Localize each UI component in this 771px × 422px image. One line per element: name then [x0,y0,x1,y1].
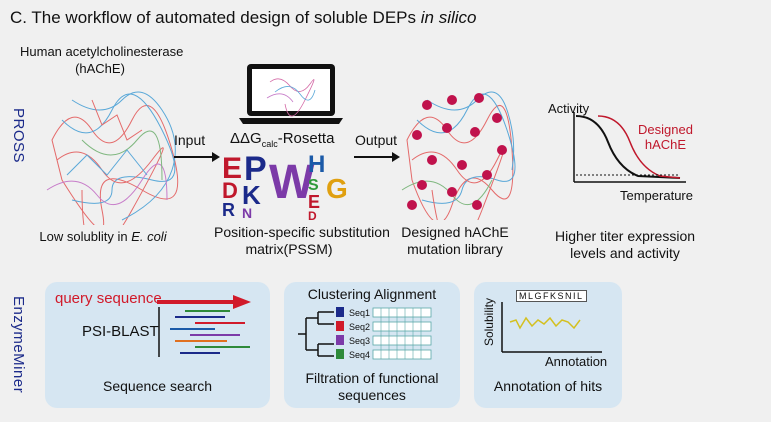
native-curve [575,115,681,179]
plot-ylabel: Activity [548,101,590,116]
low-solubility-label: Low solublity in E. coli [39,229,167,244]
svg-text:N: N [242,205,252,220]
output-arrow-icon [354,152,400,162]
pssm-logo-image: E P W H D K G S R N E D [222,150,347,220]
svg-text:E: E [222,152,242,185]
enzymeminer-side-label: EnzymeMiner [10,296,27,394]
annotation-axis-label: Annotation [545,354,608,369]
svg-text:R: R [222,200,235,220]
activity-plot [573,112,686,183]
annotation-caption: Annotation of hits [493,378,603,394]
protein-label: Human acetylcholinesterase (hAChE) [20,44,184,76]
svg-text:D: D [222,178,238,203]
hache-structure-image [46,91,179,225]
seq2-label: Seq2 [349,322,371,332]
seq1-label: Seq1 [349,308,371,318]
seq-color-bars [336,307,344,359]
designed-curve [597,115,681,179]
svg-text:K: K [242,180,261,210]
annotation-box [474,282,622,408]
sequence-search-caption: Sequence search [103,378,212,394]
plot-xlabel: Temperature [620,188,693,203]
input-arrow-icon [174,152,220,162]
svg-text:G: G [326,173,347,204]
laptop-icon [239,64,343,124]
designed-structure-image [401,91,516,220]
alignment-hits-image [158,307,250,357]
svg-text:D: D [308,209,317,220]
input-label: Input [174,132,206,148]
solubility-plot [501,302,602,353]
annotation-seq-letters: MLGFKSNIL [516,290,587,302]
pssm-label: Position-specific substitution matrix(PS… [214,224,390,257]
filtration-caption: Filtration of functional sequences [305,370,439,403]
svg-text:E: E [308,192,320,212]
svg-text:W: W [269,156,315,209]
rosetta-label: ΔΔGcalc-Rosetta [230,130,335,149]
seq4-label: Seq4 [349,350,371,360]
query-arrow-icon [157,295,251,309]
svg-text:P: P [244,150,267,188]
clustering-alignment-header: Clustering Alignment [307,286,437,302]
result-label: Higher titer expression levels and activ… [554,228,696,261]
solubility-axis-label: Solubility [482,298,496,347]
svg-text:H: H [308,151,325,178]
designed-label: Designed hAChE mutation library [401,224,509,257]
psi-blast-label: PSI-BLAST [82,323,159,340]
seq3-label: Seq3 [349,336,371,346]
alignment-grid-image [372,307,432,360]
output-label: Output [355,132,398,148]
figure-title: C. The workflow of automated design of s… [10,8,477,27]
query-sequence-label: query sequence [55,290,162,307]
plot-legend-designed: Designed hAChE [638,122,693,152]
pross-side-label: PROSS [10,108,27,164]
svg-text:S: S [308,177,319,194]
cluster-tree-icon [298,311,334,357]
